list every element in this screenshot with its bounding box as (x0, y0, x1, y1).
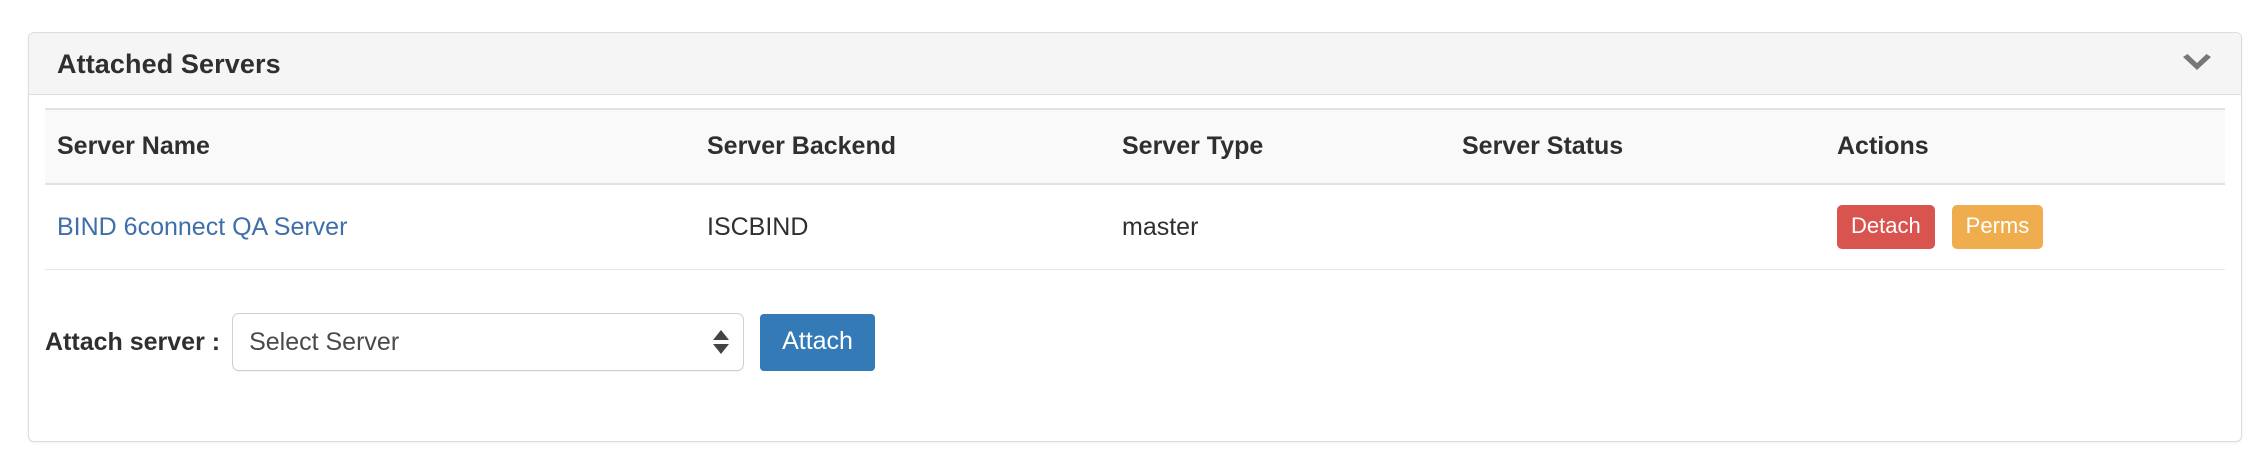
arrow-up-icon (713, 330, 730, 340)
panel-header: Attached Servers (29, 33, 2241, 95)
attach-button[interactable]: Attach (760, 313, 875, 371)
panel-body: Server Name Server Backend Server Type S… (29, 95, 2241, 442)
table-header-row: Server Name Server Backend Server Type S… (45, 108, 2225, 185)
server-select-value: Select Server (249, 327, 400, 356)
column-header-server-status: Server Status (1450, 108, 1825, 185)
cell-server-type: master (1110, 184, 1450, 270)
cell-server-backend: ISCBIND (695, 184, 1110, 270)
page-title: Attached Servers (57, 49, 281, 79)
table-row: BIND 6connect QA Server ISCBIND master D… (45, 184, 2225, 270)
cell-actions: Detach Perms (1825, 184, 2225, 270)
server-select[interactable]: Select Server (232, 313, 745, 371)
server-name-link[interactable]: BIND 6connect QA Server (57, 212, 348, 241)
column-header-server-backend: Server Backend (695, 108, 1110, 185)
perms-button[interactable]: Perms (1951, 205, 2044, 249)
detach-button[interactable]: Detach (1837, 205, 1935, 249)
table-header: Server Name Server Backend Server Type S… (45, 108, 2225, 185)
column-header-server-name: Server Name (45, 108, 695, 185)
attached-servers-table-wrapper: Server Name Server Backend Server Type S… (45, 108, 2225, 270)
cell-server-status (1450, 184, 1825, 270)
attach-server-form: Attach server : Select Server Attach (45, 313, 875, 371)
panel-collapse-toggle[interactable] (2175, 47, 2219, 81)
attached-servers-table: Server Name Server Backend Server Type S… (45, 108, 2225, 270)
table-body: BIND 6connect QA Server ISCBIND master D… (45, 184, 2225, 270)
attached-servers-panel: Attached Servers Server Name Server Back… (28, 32, 2242, 442)
attach-server-label: Attach server : (45, 327, 221, 356)
arrow-down-icon (713, 344, 730, 354)
cell-server-name: BIND 6connect QA Server (45, 184, 695, 270)
column-header-server-type: Server Type (1110, 108, 1450, 185)
chevron-down-icon (2180, 53, 2214, 75)
column-header-actions: Actions (1825, 108, 2225, 185)
stepper-arrows-icon[interactable] (713, 330, 730, 354)
